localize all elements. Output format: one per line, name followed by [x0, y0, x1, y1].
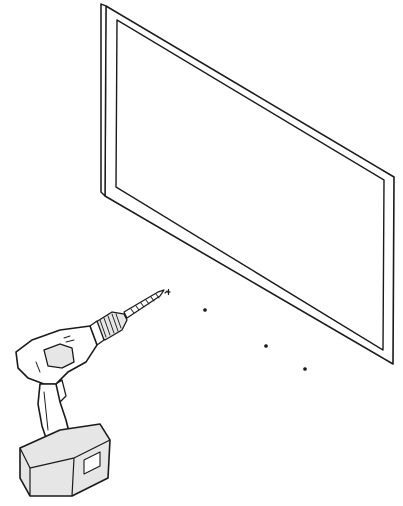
drill-hole-mark — [264, 344, 268, 348]
drill-bit-icon — [123, 289, 165, 319]
target-crosshair-icon — [164, 288, 171, 296]
power-drill-icon — [15, 311, 128, 497]
tv-frame-icon — [100, 3, 395, 365]
drill-hole-mark — [203, 308, 207, 312]
drill-hole-mark — [303, 367, 307, 371]
